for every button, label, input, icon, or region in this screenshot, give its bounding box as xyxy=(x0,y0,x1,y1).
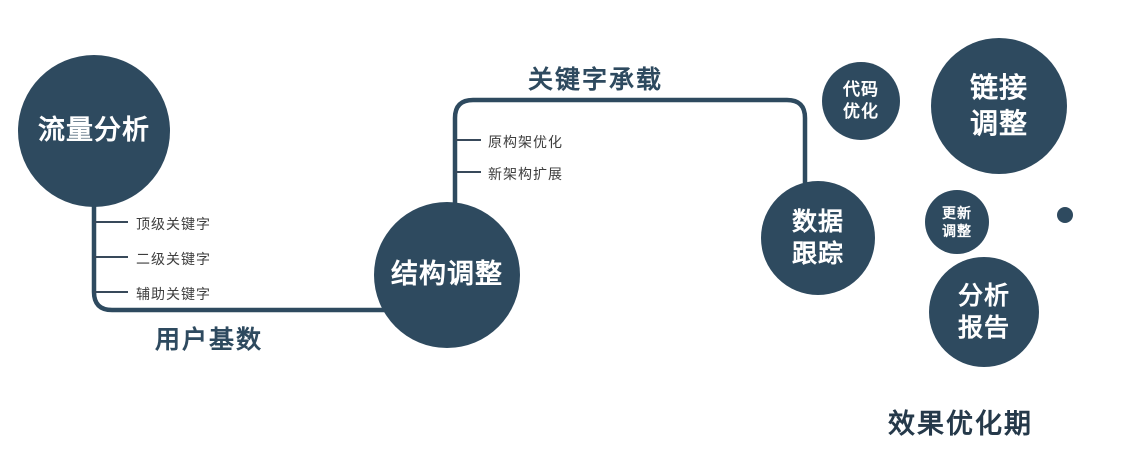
node-code-optimization: 代码 优化 xyxy=(822,62,900,140)
node-analysis-report-line1: 分析 xyxy=(957,281,1010,310)
node-update-adjustment: 更新 调整 xyxy=(925,190,989,254)
branch-label-second-keyword: 二级关键字 xyxy=(136,251,211,267)
node-data-tracking-line1: 数据 xyxy=(791,207,844,236)
branch-label-arch-expand: 新架构扩展 xyxy=(488,166,563,182)
node-analysis-report-line2: 报告 xyxy=(957,314,1010,342)
node-data-tracking-line2: 跟踪 xyxy=(791,240,844,268)
caption-effect-optimization-period: 效果优化期 xyxy=(888,409,1033,439)
node-update-adjustment-line2: 调整 xyxy=(942,223,972,239)
branch-label-aux-keyword: 辅助关键字 xyxy=(136,286,211,302)
bullet-dot xyxy=(1057,207,1073,223)
node-traffic-analysis-label: 流量分析 xyxy=(38,115,150,146)
branch-label-arch-optimize: 原构架优化 xyxy=(488,134,563,150)
node-traffic-analysis: 流量分析 xyxy=(18,55,170,207)
connector-structure-to-data xyxy=(452,97,808,240)
node-link-adjustment-line1: 链接 xyxy=(969,71,1028,103)
edge-label-user-base: 用户基数 xyxy=(155,326,264,354)
node-link-adjustment-line2: 调整 xyxy=(969,108,1028,139)
node-link-adjustment: 链接 调整 xyxy=(931,38,1067,174)
node-analysis-report: 分析 报告 xyxy=(929,257,1039,367)
node-data-tracking: 数据 跟踪 xyxy=(761,181,875,295)
node-code-optimization-line1: 代码 xyxy=(843,79,879,99)
node-structure-adjust: 结构调整 xyxy=(374,202,520,348)
branch-label-top-keyword: 顶级关键字 xyxy=(136,216,211,232)
node-structure-adjust-label: 结构调整 xyxy=(391,259,503,290)
node-code-optimization-line2: 优化 xyxy=(843,102,879,121)
node-update-adjustment-line1: 更新 xyxy=(942,204,972,221)
edge-label-keyword-carry: 关键字承载 xyxy=(528,66,664,94)
